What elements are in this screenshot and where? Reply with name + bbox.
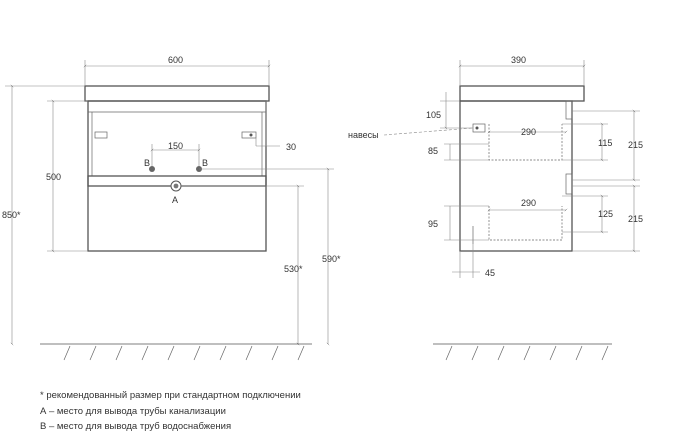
note-point-b: В – место для вывода труб водоснабжения [40, 421, 232, 432]
supply-point-b-left [149, 166, 155, 172]
front-floor-hatch [63, 345, 305, 361]
point-a-label: A [172, 195, 178, 205]
front-view: B B A 600 850* 500 150 30 590* 5 [2, 55, 341, 361]
side-floor-hatch [445, 345, 609, 361]
body-height-dim-label: 500 [46, 172, 61, 182]
width-dim-label: 600 [168, 55, 183, 65]
point-b-label-right: B [202, 158, 208, 168]
side-hinge [472, 123, 486, 133]
upper-inner-height-dim-label: 115 [598, 138, 612, 148]
top-offset-dim-label: 105 [426, 110, 441, 120]
lower-inner-height-dim-label: 125 [598, 209, 613, 219]
side-lower-drawer [488, 206, 563, 241]
front-hinge-right [241, 131, 257, 139]
total-height-dim-label: 850* [2, 210, 21, 220]
depth-dim-label: 390 [511, 55, 526, 65]
hinges-label: навесы [348, 130, 379, 140]
bottom-offset-dim-label: 45 [485, 268, 495, 278]
supply-height-dim-label: 590* [322, 254, 341, 264]
front-countertop [84, 85, 270, 102]
upper-drawer-height-dim-label: 215 [628, 140, 643, 150]
side-upper-drawer [488, 124, 563, 161]
point-b-label-left: B [144, 158, 150, 168]
side-cabinet-body [459, 100, 573, 252]
drain-height-dim-label: 530* [284, 264, 303, 274]
side-countertop [459, 85, 585, 102]
supply-spacing-dim-label: 150 [168, 141, 183, 151]
side-view: 390 навесы 105 290 85 115 215 290 [348, 55, 643, 361]
lower-drawer-height-dim-label: 215 [628, 214, 643, 224]
lower-offset-dim-label: 95 [428, 219, 438, 229]
note-recommended: * рекомендованный размер при стандартном… [40, 390, 301, 401]
note-point-a: А – место для вывода трубы канализации [40, 405, 226, 417]
front-hinge-left [94, 131, 108, 139]
notes-block: * рекомендованный размер при стандартном… [40, 388, 301, 435]
upper-drawer-depth-dim-label: 290 [521, 127, 536, 137]
hinge-offset-dim-label: 30 [286, 142, 296, 152]
lower-drawer-depth-dim-label: 290 [521, 198, 536, 208]
upper-offset-dim-label: 85 [428, 146, 438, 156]
